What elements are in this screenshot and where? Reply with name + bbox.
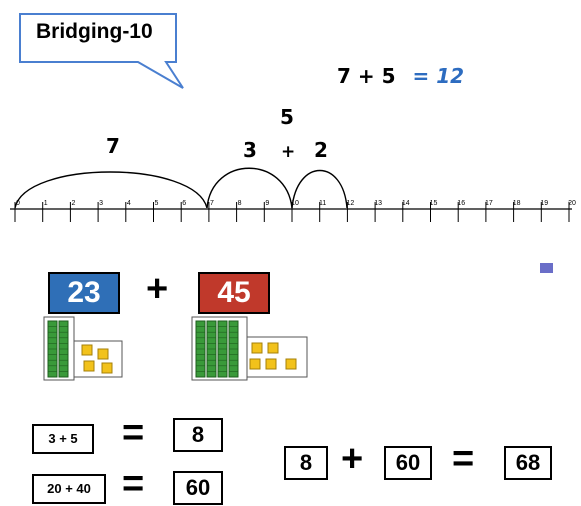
final-box-b: 60: [384, 446, 432, 480]
decorative-square: [540, 263, 553, 273]
tick-label: 7: [210, 200, 214, 207]
left-number: 23: [67, 276, 101, 309]
blocks-plus: +: [146, 268, 169, 310]
final-plus: +: [341, 438, 364, 480]
right-number: 45: [217, 276, 251, 309]
tick-label: 8: [238, 200, 242, 207]
jump-arc-two: [291, 170, 348, 209]
ones-cube: [285, 358, 297, 370]
expr-box-2: 20 + 40: [32, 474, 106, 504]
tick-label: 1: [44, 200, 48, 207]
top-equation: 7 + 5 = 12: [337, 64, 464, 88]
ones-cube: [101, 362, 113, 374]
jump-arc-seven: [14, 171, 208, 209]
ones-cube: [251, 342, 263, 354]
equals-1: =: [122, 412, 145, 454]
base-ten-blocks-45: [191, 316, 308, 381]
result-box-2: 60: [173, 471, 223, 505]
arc-label-three: 3: [243, 138, 257, 162]
ones-cube: [81, 344, 93, 356]
expr-box-1: 3 + 5: [32, 424, 94, 454]
arc-label-two: 2: [314, 138, 328, 162]
tick-label: 10: [291, 200, 299, 207]
equals-2: =: [122, 463, 145, 505]
number-badge-right: 45: [198, 272, 270, 314]
tick-label: 9: [265, 200, 269, 207]
final-box-a: 8: [284, 446, 328, 480]
arc-label-five: 5: [280, 105, 294, 129]
final-result: 68: [504, 446, 552, 480]
tick-label: 15: [430, 200, 438, 207]
ones-cube: [97, 348, 109, 360]
tick-label: 12: [347, 200, 355, 207]
ones-cube: [267, 342, 279, 354]
tick-label: 16: [457, 200, 465, 207]
arc-label-big: 7: [106, 134, 120, 158]
final-equals: =: [452, 438, 475, 480]
tick-label: 13: [374, 200, 382, 207]
ones-cube: [83, 360, 95, 372]
tick-label: 3: [99, 200, 103, 207]
arc-label-plus: +: [281, 142, 296, 162]
ones-cube: [265, 358, 277, 370]
top-result: = 12: [412, 64, 465, 88]
tick-label: 20: [568, 200, 576, 207]
tick-label: 6: [182, 200, 186, 207]
tick-label: 11: [319, 200, 326, 207]
tick-label: 14: [402, 200, 410, 207]
top-expression: 7 + 5: [337, 64, 396, 88]
tick-label: 17: [485, 200, 493, 207]
tick-label: 19: [540, 200, 548, 207]
ones-cube: [249, 358, 261, 370]
tick-label: 2: [71, 200, 75, 207]
base-ten-blocks-23: [43, 316, 123, 381]
title-text: Bridging-10: [36, 20, 153, 43]
tick-label: 5: [155, 200, 159, 207]
result-box-1: 8: [173, 418, 223, 452]
tick-label: 18: [513, 200, 521, 207]
tick-label: 0: [16, 200, 20, 207]
tick-label: 4: [127, 200, 131, 207]
jump-arc-three: [206, 167, 293, 209]
title-callout: [19, 13, 184, 89]
number-badge-left: 23: [48, 272, 120, 314]
